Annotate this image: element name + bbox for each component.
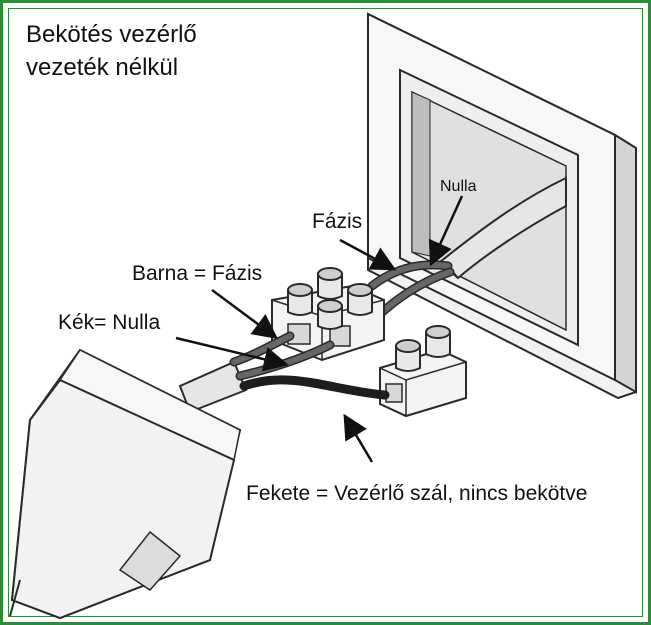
arrow-blue xyxy=(175,336,289,372)
label-blue-null: Kék= Nulla xyxy=(58,311,161,334)
arrow-phase xyxy=(339,238,397,271)
title-line-2: vezeték nélkül xyxy=(26,54,179,81)
terminal-screw xyxy=(347,283,373,316)
arrow-null-top xyxy=(428,195,464,267)
terminal-block-spare xyxy=(379,325,467,418)
arrow-brown xyxy=(211,288,279,339)
terminal-screw xyxy=(317,267,343,300)
appliance-housing xyxy=(9,348,242,620)
terminal-screw xyxy=(425,325,451,358)
label-black-control: Fekete = Vezérlő szál, nincs bekötve xyxy=(246,482,588,505)
terminal-screw xyxy=(317,299,343,330)
label-null-top: Nulla xyxy=(440,178,477,195)
terminal-screw xyxy=(287,283,313,316)
label-brown-phase: Barna = Fázis xyxy=(132,262,263,285)
diagram-frame-inner xyxy=(8,8,643,617)
arrow-black xyxy=(343,413,374,463)
leader-arrows xyxy=(175,195,464,463)
terminal-block-main xyxy=(271,267,385,362)
diagram-title: Bekötés vezérlő vezeték nélkül xyxy=(26,18,197,84)
terminal-screw xyxy=(395,339,421,372)
wall-box xyxy=(367,12,637,400)
label-phase: Fázis xyxy=(312,210,363,233)
title-line-1: Bekötés vezérlő xyxy=(26,21,197,48)
